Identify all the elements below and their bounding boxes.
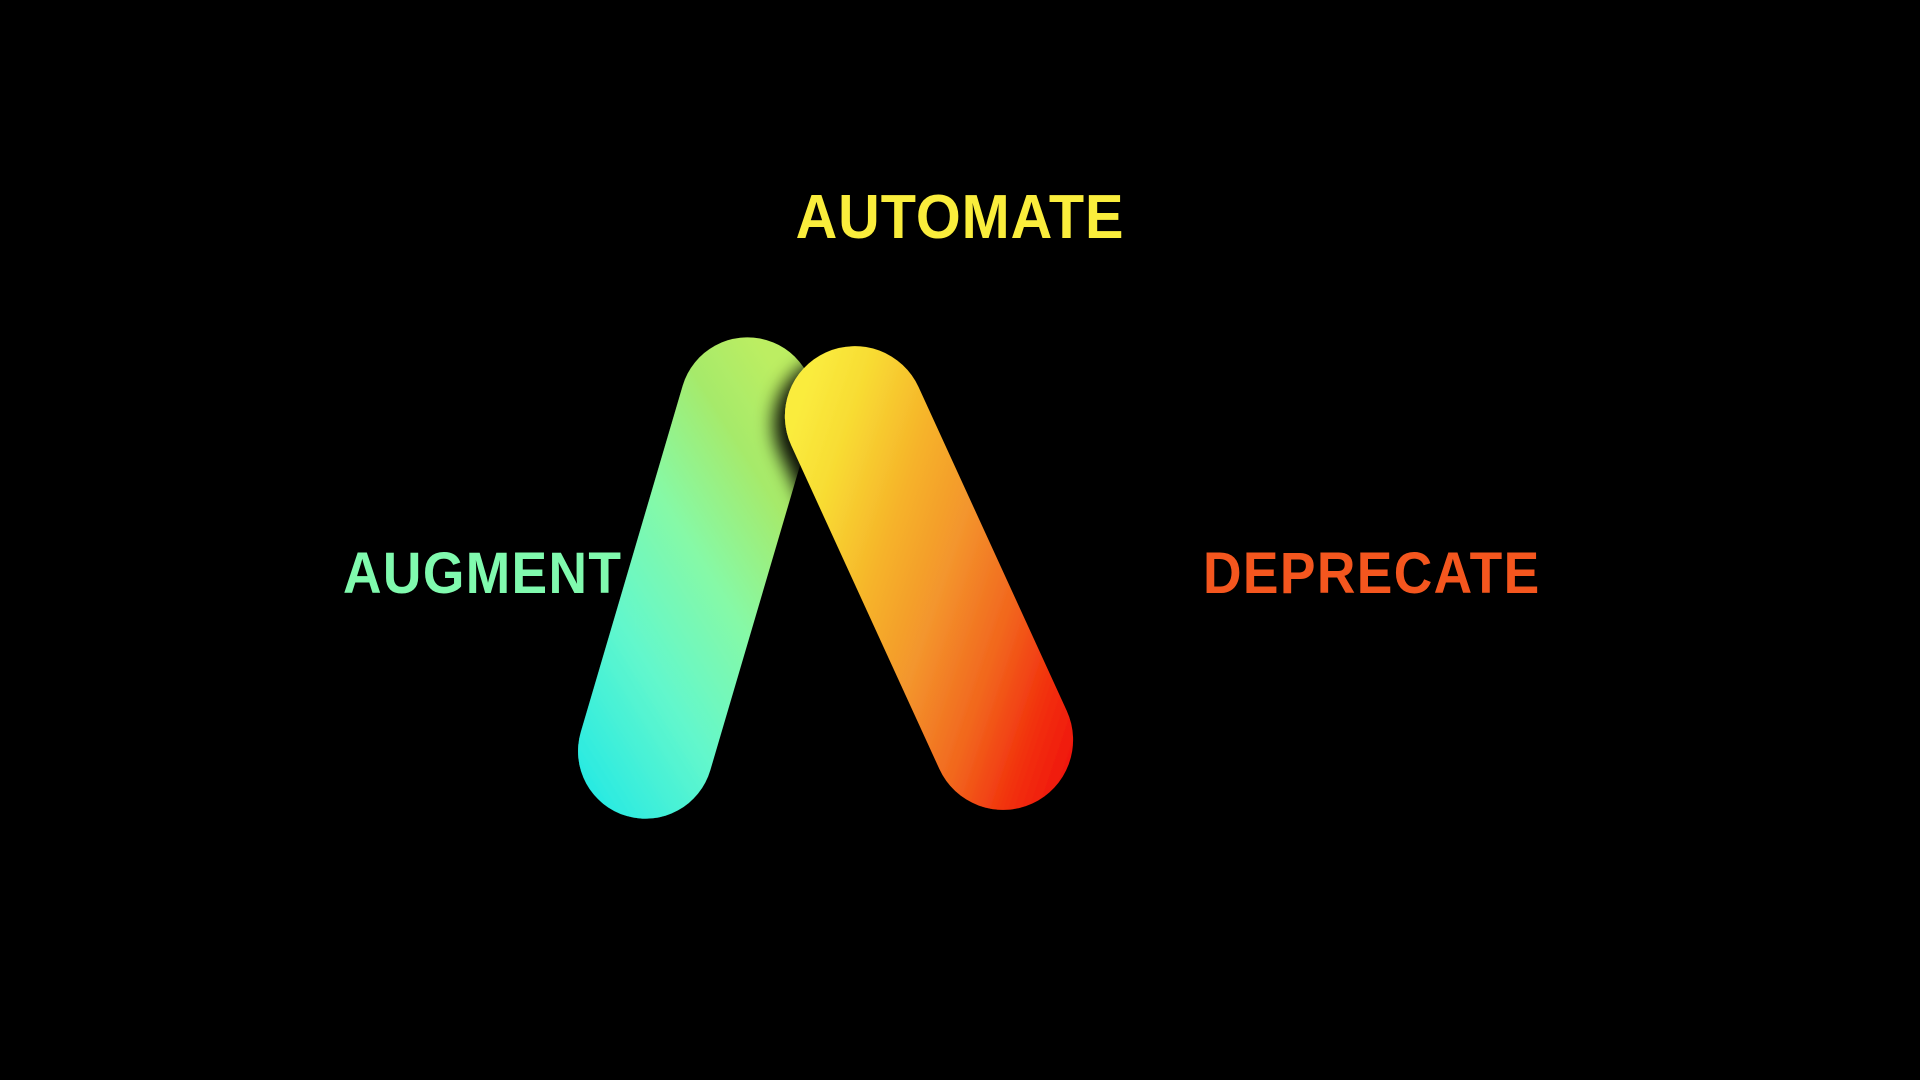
logo-svg	[578, 337, 1074, 819]
deprecate-bar-shape	[784, 346, 1074, 810]
deprecate-bar	[784, 346, 1074, 810]
augment-bar-shape	[578, 337, 815, 819]
label-automate: AUTOMATE	[795, 183, 1125, 252]
label-augment: AUGMENT	[343, 541, 623, 606]
label-deprecate: DEPRECATE	[1203, 541, 1541, 606]
lambda-a-logo	[578, 300, 1220, 860]
augment-bar	[578, 337, 815, 819]
